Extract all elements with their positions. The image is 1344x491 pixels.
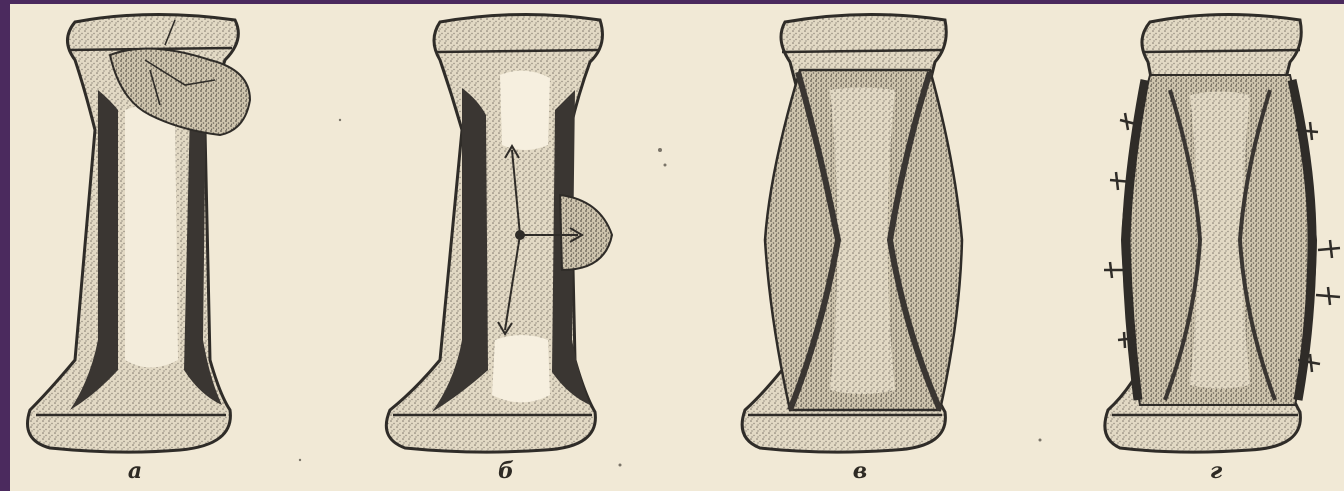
panel-d <box>1104 14 1340 452</box>
canal-upper-b <box>500 71 550 150</box>
panel-label-c: в <box>840 458 880 484</box>
panel-c <box>742 14 962 452</box>
subperiosteal-abscess-b <box>560 195 612 270</box>
panel-label-b: б <box>486 458 526 484</box>
panel-b <box>386 14 612 452</box>
panel-label-a: а <box>115 458 155 484</box>
medullary-canal-a <box>125 105 178 368</box>
cortex-right-a <box>184 90 222 405</box>
panel-label-d: г <box>1196 458 1236 484</box>
canal-lower-b <box>492 335 550 403</box>
panel-a <box>28 14 251 452</box>
